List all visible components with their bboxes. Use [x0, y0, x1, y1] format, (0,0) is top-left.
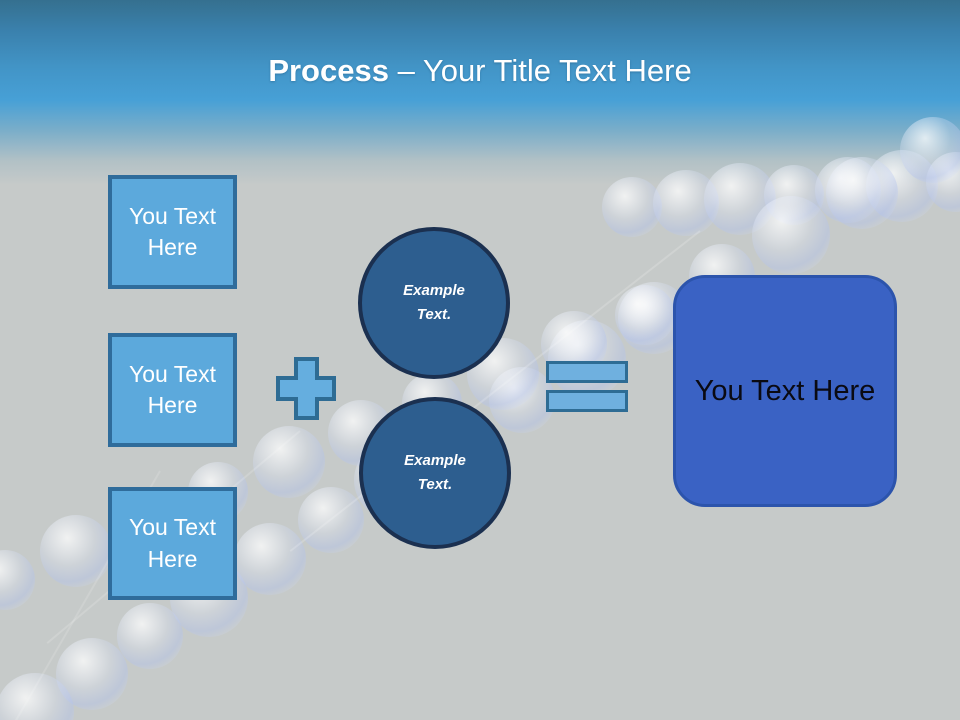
example-circle-1-label: Example Text. — [403, 282, 465, 323]
input-box-1[interactable]: You Text Here — [108, 175, 237, 289]
slide-title-keyword: Process — [268, 53, 389, 88]
result-box[interactable]: You Text Here — [673, 275, 897, 507]
result-box-label: You Text Here — [694, 374, 876, 407]
slide-title[interactable]: Process – Your Title Text Here — [0, 52, 960, 89]
equals-icon — [546, 361, 628, 412]
input-box-3-label: You Text Here — [129, 514, 216, 572]
equals-bar-top — [546, 361, 628, 383]
input-box-1-label: You Text Here — [129, 202, 216, 260]
example-circle-2[interactable]: Example Text. — [359, 397, 511, 549]
header-gradient — [0, 0, 960, 185]
input-box-2[interactable]: You Text Here — [108, 333, 237, 447]
slide-title-subtitle: – Your Title Text Here — [397, 53, 692, 88]
example-circle-1[interactable]: Example Text. — [358, 227, 510, 379]
input-box-3[interactable]: You Text Here — [108, 487, 237, 600]
plus-icon — [276, 357, 336, 425]
example-circle-2-label: Example Text. — [404, 452, 466, 493]
equals-bar-bottom — [546, 390, 628, 412]
input-box-2-label: You Text Here — [129, 360, 216, 418]
